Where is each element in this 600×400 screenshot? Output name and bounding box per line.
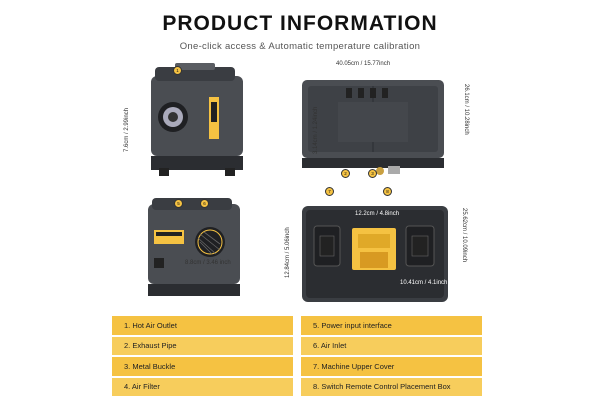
page-title: PRODUCT INFORMATION (162, 12, 438, 35)
top-small-height-label: 3.14cm / 1.24inch (313, 106, 319, 154)
legend-item: 3. Metal Buckle (112, 357, 293, 376)
legend-item: 8. Switch Remote Control Placement Box (301, 377, 482, 396)
parts-legend: 1. Hot Air Outlet 2. Exhaust Pipe 3. Met… (112, 316, 482, 396)
legend-item: 2. Exhaust Pipe (112, 336, 293, 355)
back-view-image (148, 198, 240, 296)
lid-right-height-label: 25.62cm / 10.09inch (461, 208, 467, 263)
lid-inner-width-label: 10.41cm / 4.1inch (400, 280, 448, 286)
callout-badge-7: 7 (325, 187, 334, 196)
legend-item: 6. Air Inlet (301, 336, 482, 355)
callout-badge-2: 2 (341, 169, 350, 178)
callout-badge-1: 1 (173, 66, 182, 75)
top-width-label: 40.05cm / 15.77inch (336, 61, 391, 67)
callout-badge-6: 6 (200, 199, 209, 208)
callout-badge-8: 8 (383, 187, 392, 196)
legend-item: 4. Air Filter (112, 377, 293, 396)
top-view-image (302, 80, 444, 175)
legend-item: 5. Power input interface (301, 316, 482, 335)
lid-view-image (302, 206, 448, 302)
legend-item: 1. Hot Air Outlet (112, 316, 293, 335)
page-subtitle: One-click access & Automatic temperature… (179, 41, 421, 52)
front-view-image (151, 63, 243, 176)
lid-width-label: 12.2cm / 4.8inch (355, 211, 400, 217)
lid-left-height-label: 12.84cm / 5.06inch (285, 227, 291, 278)
top-side-height-label: 26.1cm / 10.28inch (463, 84, 469, 135)
callout-badge-5: 5 (174, 199, 183, 208)
front-height-label: 7.6cm / 2.99inch (124, 107, 130, 152)
back-circle-label: 8.8cm / 3.46 inch (185, 260, 231, 266)
legend-item: 7. Machine Upper Cover (301, 357, 482, 376)
callout-badge-3: 3 (368, 169, 377, 178)
